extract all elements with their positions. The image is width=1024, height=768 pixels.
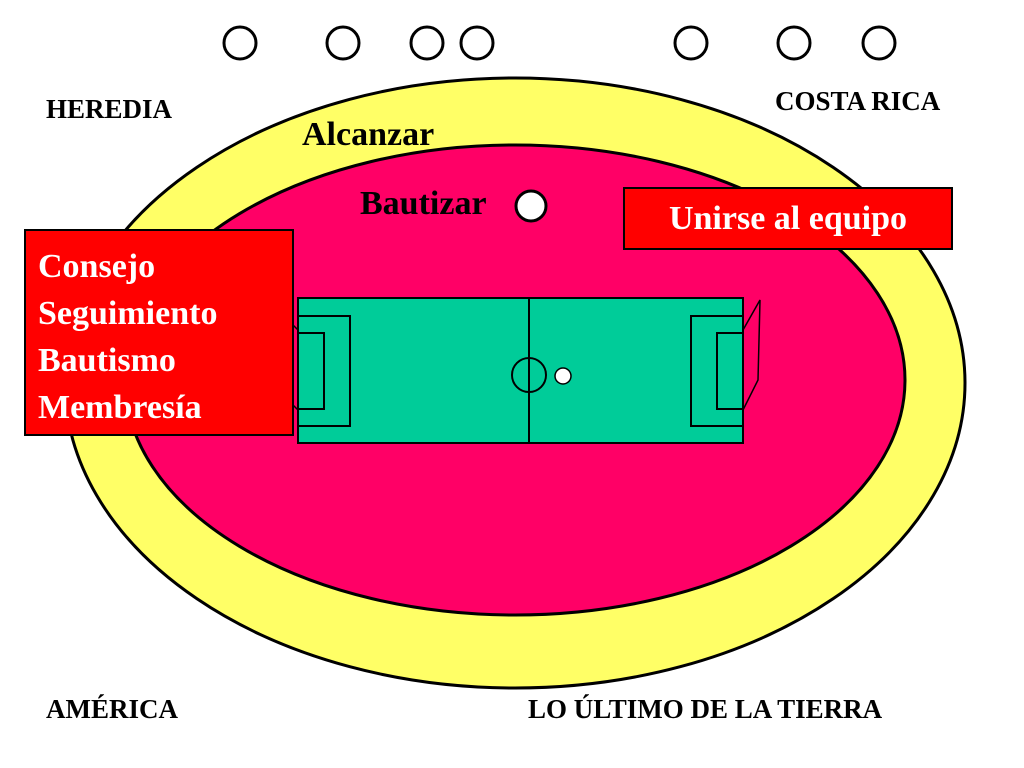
player-circle-icon [514,189,548,223]
place-america: AMÉRICA [46,694,178,724]
player-circle-icon [673,25,709,61]
action-alcanzar: Alcanzar [302,116,435,153]
step-item: Membresía [38,389,202,426]
player-circles [222,25,897,61]
action-bautizar: Bautizar [360,185,487,222]
ball-icon [554,367,572,385]
unirse-box: Unirse al equipo [623,187,953,250]
player-circle-icon [776,25,812,61]
player-circle-icon [861,25,897,61]
soccer-field-icon [285,297,761,444]
step-item: Bautismo [38,342,176,379]
place-heredia: HEREDIA [46,94,173,124]
place-ultimo: LO ÚLTIMO DE LA TIERRA [528,694,883,724]
player-circle-icon [459,25,495,61]
step-item: Consejo [38,248,156,285]
steps-box: Consejo Seguimiento Bautismo Membresía [24,229,294,436]
player-circle-icon [409,25,445,61]
player-circle-icon [222,25,258,61]
place-costa-rica: COSTA RICA [775,86,941,116]
step-item: Seguimiento [38,295,218,332]
player-circle-icon [325,25,361,61]
